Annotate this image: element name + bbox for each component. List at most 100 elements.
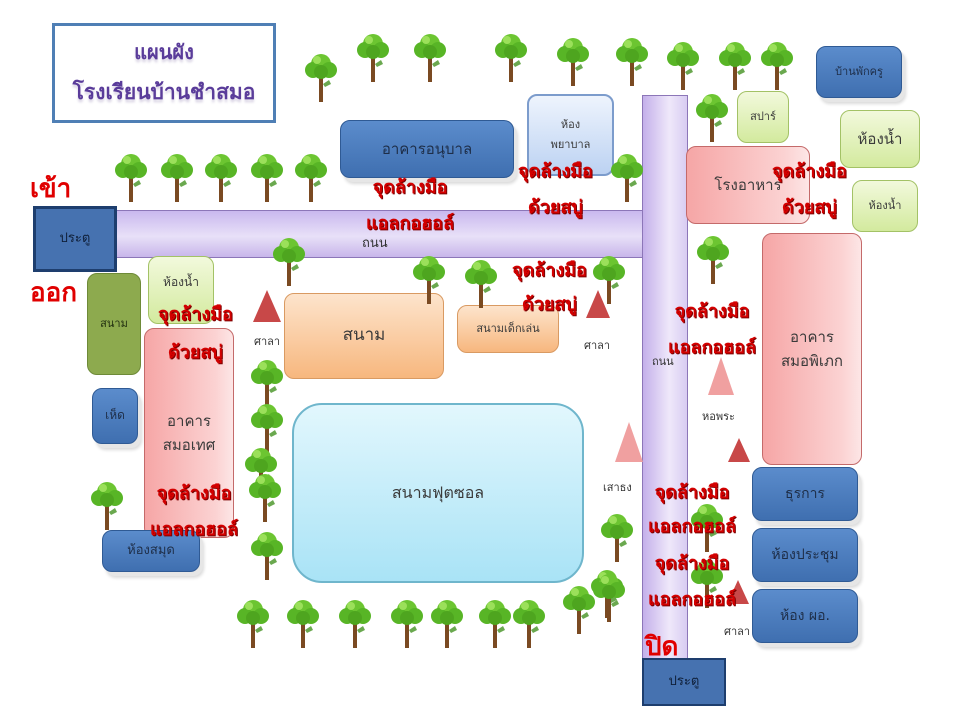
sala-left-icon: [253, 290, 281, 322]
library[interactable]: ห้องสมุด: [102, 530, 200, 572]
tree-icon: [338, 596, 372, 648]
handwash-point-8-line1: จุดล้างมือ: [654, 482, 730, 503]
gate-left-label: ประตู: [59, 230, 91, 246]
director-room[interactable]: ห้อง ผอ.: [752, 589, 858, 643]
handwash-point-4-line2: ด้วยสบู่: [522, 294, 577, 315]
tree-icon: [592, 252, 626, 304]
spa-label: สปาร์: [750, 110, 776, 124]
tree-icon: [160, 150, 194, 202]
tree-icon: [695, 90, 729, 142]
road-horizontal: [95, 210, 677, 258]
toilet-right-small-label: ห้องน้ำ: [868, 199, 902, 213]
tree-icon: [592, 570, 626, 622]
handwash-point-1: จุดล้างมือ แอลกอฮอล์: [366, 170, 454, 242]
meeting-room[interactable]: ห้องประชุม: [752, 528, 858, 582]
tree-icon: [248, 470, 282, 522]
field-left-label: สนาม: [100, 317, 128, 331]
tree-icon: [562, 582, 596, 634]
shrine-label: หอพระ: [702, 410, 735, 423]
road-horizontal-label: ถนน: [362, 236, 388, 251]
futsal-field[interactable]: สนามฟุตซอล: [292, 403, 584, 583]
kindergarten-label: อาคารอนุบาล: [381, 140, 473, 158]
futsal-label: สนามฟุตซอล: [391, 483, 485, 503]
nurse-room-label-1: ห้อง: [560, 118, 581, 132]
tree-icon: [556, 34, 590, 86]
tree-icon: [512, 596, 546, 648]
tree-icon: [690, 556, 724, 608]
tree-icon: [464, 256, 498, 308]
handwash-point-5: จุดล้างมือ ด้วยสบู่: [158, 296, 233, 372]
building-smophiphek-label-2: สมอพิเภก: [780, 352, 844, 370]
admin-office[interactable]: ธุรการ: [752, 467, 858, 521]
flagpole-icon: [615, 422, 643, 462]
tree-icon: [294, 150, 328, 202]
meeting-room-label: ห้องประชุม: [771, 546, 839, 563]
kindergarten-building[interactable]: อาคารอนุบาล: [340, 120, 514, 178]
tree-icon: [250, 528, 284, 580]
canteen[interactable]: โรงอาหาร: [686, 146, 810, 224]
tree-icon: [615, 34, 649, 86]
library-label: ห้องสมุด: [127, 542, 175, 558]
building-smophiphek-label-1: อาคาร: [790, 328, 834, 346]
field-left[interactable]: สนาม: [87, 273, 141, 375]
sala-left-label: ศาลา: [254, 335, 281, 348]
field-center-label: สนาม: [342, 325, 386, 346]
building-smophiphek[interactable]: อาคาร สมอพิเภก: [762, 233, 862, 465]
toilet-right-large[interactable]: ห้องน้ำ: [840, 110, 920, 168]
handwash-point-9-line2: แอลกอฮอล์: [648, 589, 736, 610]
nurse-room[interactable]: ห้อง พยาบาล: [527, 94, 614, 176]
sala-bottom-icon: [727, 580, 749, 604]
building-smothet-label-2: สมอเทศ: [162, 436, 216, 454]
building-smothet-label-1: อาคาร: [167, 412, 211, 430]
handwash-point-7-line2: แอลกอฮอล์: [150, 519, 238, 540]
handwash-point-1-line2: แอลกอฮอล์: [366, 213, 454, 234]
field-center[interactable]: สนาม: [284, 293, 444, 379]
handwash-point-3-line2: ด้วยสบู่: [782, 197, 837, 218]
teacher-house-label: บ้านพักครู: [835, 65, 883, 79]
handwash-point-2-line2: ด้วยสบู่: [528, 197, 583, 218]
tree-icon: [390, 596, 424, 648]
toilet-right-small[interactable]: ห้องน้ำ: [852, 180, 918, 232]
tree-icon: [412, 252, 446, 304]
admin-label: ธุรการ: [785, 485, 825, 502]
toilet-right-large-label: ห้องน้ำ: [857, 130, 903, 148]
entrance-out-label: ออก: [30, 278, 77, 308]
small-sala-icon: [728, 438, 750, 462]
handwash-point-6-line1: จุดล้างมือ: [674, 301, 750, 322]
handwash-point-3-line1: จุดล้างมือ: [772, 161, 847, 182]
tree-icon: [600, 510, 634, 562]
tree-icon: [356, 30, 390, 82]
playground[interactable]: สนามเด็กเล่น: [457, 305, 559, 353]
tree-icon: [272, 234, 306, 286]
building-smothet[interactable]: อาคาร สมอเทศ: [144, 328, 234, 538]
handwash-point-8-line2: แอลกอฮอล์: [648, 516, 736, 537]
tree-icon: [666, 38, 700, 90]
tree-icon: [250, 400, 284, 452]
teacher-house[interactable]: บ้านพักครู: [816, 46, 902, 98]
tree-icon: [718, 38, 752, 90]
handwash-point-9-line1: จุดล้างมือ: [654, 553, 730, 574]
tree-icon: [114, 150, 148, 202]
mushroom-house[interactable]: เห็ด: [92, 388, 138, 444]
gate-bottom[interactable]: ประตู: [642, 658, 726, 706]
handwash-point-2-line1: จุดล้างมือ: [518, 161, 593, 182]
nurse-room-label-2: พยาบาล: [550, 138, 591, 151]
handwash-point-7: จุดล้างมือ แอลกอฮอล์: [150, 476, 238, 548]
sala-bottom-label: ศาลา: [724, 625, 751, 638]
mushroom-label: เห็ด: [105, 408, 125, 423]
tree-icon: [478, 596, 512, 648]
gate-left[interactable]: ประตู: [33, 206, 117, 272]
gate-bottom-label: ประตู: [668, 673, 700, 689]
handwash-point-3: จุดล้างมือ ด้วยสบู่: [772, 154, 847, 226]
flagpole-label: เสาธง: [603, 481, 632, 494]
spa[interactable]: สปาร์: [737, 91, 789, 143]
tree-icon: [690, 500, 724, 552]
handwash-point-4-line1: จุดล้างมือ: [512, 260, 587, 281]
handwash-point-4: จุดล้างมือ ด้วยสบู่: [512, 254, 587, 322]
tree-icon: [236, 596, 270, 648]
shrine-icon: [708, 357, 734, 395]
tree-icon: [494, 30, 528, 82]
tree-icon: [413, 30, 447, 82]
road-vertical: [642, 95, 688, 677]
toilet-left[interactable]: ห้องน้ำ: [148, 256, 214, 324]
